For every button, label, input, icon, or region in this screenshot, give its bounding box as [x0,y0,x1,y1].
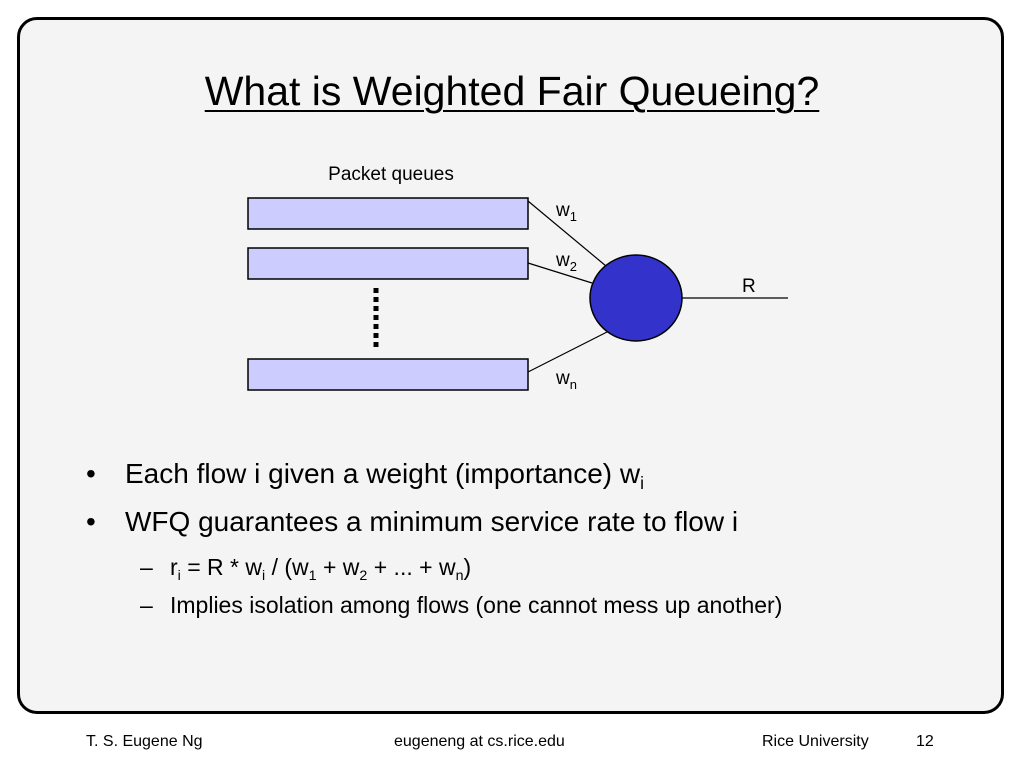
rate-label: R [742,276,756,297]
footer-email: eugeneng at cs.rice.edu [394,733,565,750]
dash-mark: – [140,554,153,580]
packet-queues-label: Packet queues [328,164,454,185]
queue-n [247,358,529,391]
bullet-mark: • [86,506,96,537]
bullet-weight-text: Each flow i given a weight (importance) … [125,458,644,494]
isolation-text: Implies isolation among flows (one canno… [170,592,783,618]
footer-author: T. S. Eugene Ng [86,733,203,750]
slide-title: What is Weighted Fair Queueing? [204,68,820,114]
bullet-guarantee: • WFQ guarantees a minimum service rate … [86,506,986,554]
bullet-mark: • [86,458,96,489]
scheduler-node [589,254,683,342]
sub-bullet-isolation: – Implies isolation among flows (one can… [140,592,986,630]
page-number: 12 [916,733,934,750]
queue-2 [247,247,529,280]
weight-label-2: w2 [555,250,577,274]
dash-mark: – [140,592,153,618]
footer-university: Rice University [762,733,869,750]
sub-bullet-formula: – ri = R * wi / (w1 + w2 + ... + wn) [140,554,986,592]
weight-label-n: wn [555,368,577,392]
bullet-list: • Each flow i given a weight (importance… [86,458,986,630]
rate-formula: ri = R * wi / (w1 + w2 + ... + wn) [170,554,472,584]
bullet-guarantee-text: WFQ guarantees a minimum service rate to… [125,506,739,537]
edge-w1 [527,200,607,267]
edge-wn [527,331,608,373]
queue-1 [247,197,529,230]
edge-w2 [527,262,593,284]
bullet-weight: • Each flow i given a weight (importance… [86,458,986,506]
weight-label-1: w1 [555,200,577,224]
